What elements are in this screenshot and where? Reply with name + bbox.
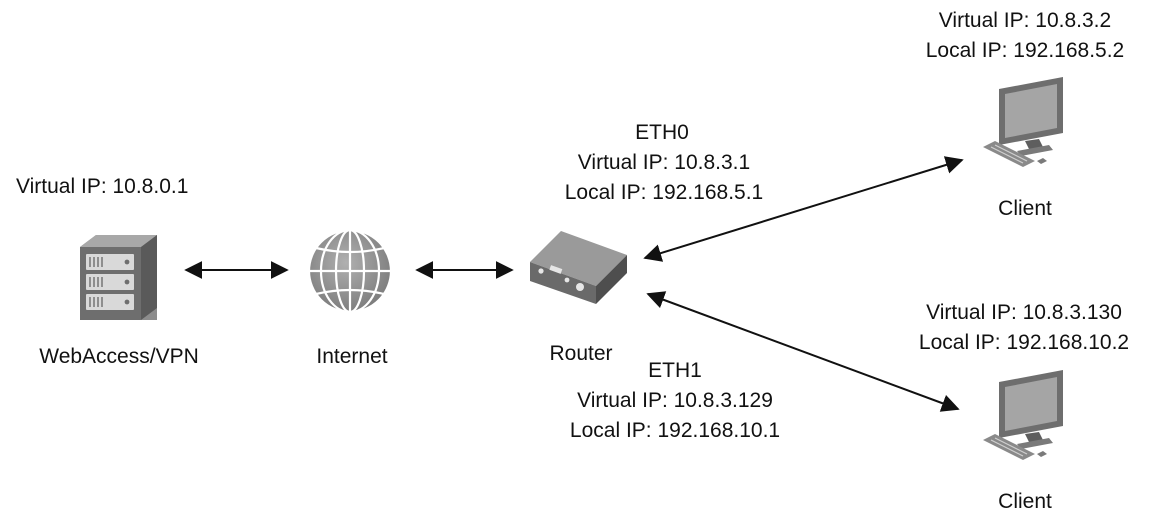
client-top-virtual-ip: Virtual IP: 10.8.3.2: [938, 9, 1112, 32]
computer-icon: [983, 77, 1063, 167]
eth1-virtual-ip: Virtual IP: 10.8.3.129: [577, 389, 773, 412]
link-router-client-top: [643, 156, 964, 262]
client-top-label: Client: [998, 197, 1052, 220]
router-label: Router: [549, 342, 613, 365]
link-router-client-bottom: [646, 291, 960, 412]
internet-label: Internet: [316, 345, 388, 368]
client-bottom-label: Client: [998, 490, 1052, 513]
client-bottom-local-ip: Local IP: 192.168.10.2: [918, 331, 1130, 354]
globe-icon: [307, 228, 393, 314]
computer-icon: [983, 370, 1063, 460]
eth1-local-ip: Local IP: 192.168.10.1: [569, 419, 781, 442]
client-top-local-ip: Local IP: 192.168.5.2: [925, 39, 1125, 62]
client-bottom-virtual-ip: Virtual IP: 10.8.3.130: [926, 301, 1122, 324]
server-virtual-ip: Virtual IP: 10.8.0.1: [16, 175, 189, 198]
eth0-virtual-ip: Virtual IP: 10.8.3.1: [577, 151, 751, 174]
server-icon: [80, 235, 157, 320]
eth1-name: ETH1: [648, 359, 702, 382]
eth0-local-ip: Local IP: 192.168.5.1: [564, 181, 764, 204]
server-label: WebAccess/VPN: [39, 345, 199, 368]
eth0-name: ETH0: [635, 121, 689, 144]
router-icon: [530, 231, 627, 304]
